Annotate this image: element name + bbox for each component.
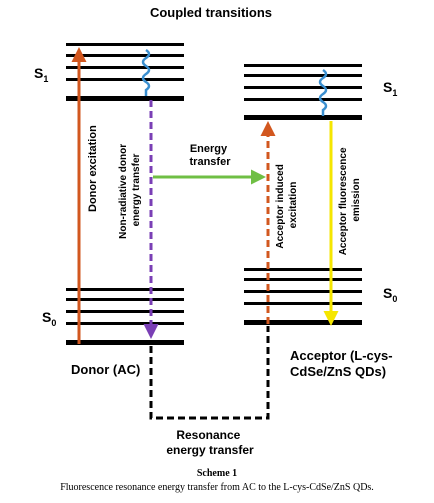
energy-transfer-label: Energy transfer: [190, 143, 232, 168]
donor-s0-ground-level: [66, 340, 184, 345]
donor-s1-levels: [66, 43, 184, 101]
donor-s1-ground-level: [66, 96, 184, 101]
diagram-title: Coupled transitions: [150, 5, 272, 20]
donor-s1-level: [66, 66, 184, 69]
acceptor-s1-level: [244, 86, 362, 89]
donor-s0-levels: [66, 288, 184, 345]
donor-s1-level: [66, 43, 184, 46]
acceptor-s1-ground-level: [244, 115, 362, 120]
donor-s1-level: [66, 54, 184, 57]
acceptor-s1-level: [244, 98, 362, 101]
donor-excitation-label: Donor excitation: [87, 125, 99, 212]
acceptor-s0-level: [244, 290, 362, 293]
resonance-label: Resonance energy transfer: [166, 428, 254, 457]
donor-s0-label: S0: [42, 309, 56, 328]
donor-s1-level: [66, 78, 184, 81]
donor-s0-level: [66, 288, 184, 291]
acceptor-s0-level: [244, 302, 362, 305]
acceptor-name: Acceptor (L-cys- CdSe/ZnS QDs): [290, 348, 396, 379]
acceptor-s0-label: S0: [383, 285, 397, 304]
acceptor-s0-level: [244, 268, 362, 271]
caption-label: Scheme 1: [197, 468, 237, 479]
donor-s0-level: [66, 322, 184, 325]
acceptor-s0-ground-level: [244, 320, 362, 325]
acceptor-s0-level: [244, 278, 362, 281]
resonance-bracket: [149, 326, 270, 420]
acceptor-s1-levels: [244, 64, 362, 120]
donor-relaxation-wave-icon: [141, 48, 151, 96]
acceptor-s1-level: [244, 64, 362, 67]
acceptor-relaxation-wave-icon: [318, 68, 328, 116]
caption-text: Fluorescence resonance energy transfer f…: [60, 482, 374, 493]
donor-s0-level: [66, 310, 184, 313]
donor-s1-label: S1: [34, 65, 48, 84]
acceptor-s0-levels: [244, 268, 362, 325]
acceptor-s1-label: S1: [383, 79, 397, 98]
nonradiative-transfer-label: Non-radiative donor energy transfer: [118, 141, 142, 239]
acceptor-induced-excitation-label: Acceptor induced excitation: [275, 161, 299, 248]
acceptor-s1-level: [244, 74, 362, 77]
donor-s0-level: [66, 298, 184, 301]
donor-name: Donor (AC): [71, 362, 140, 377]
acceptor-emission-label: Acceptor fluorescence emission: [338, 145, 362, 256]
